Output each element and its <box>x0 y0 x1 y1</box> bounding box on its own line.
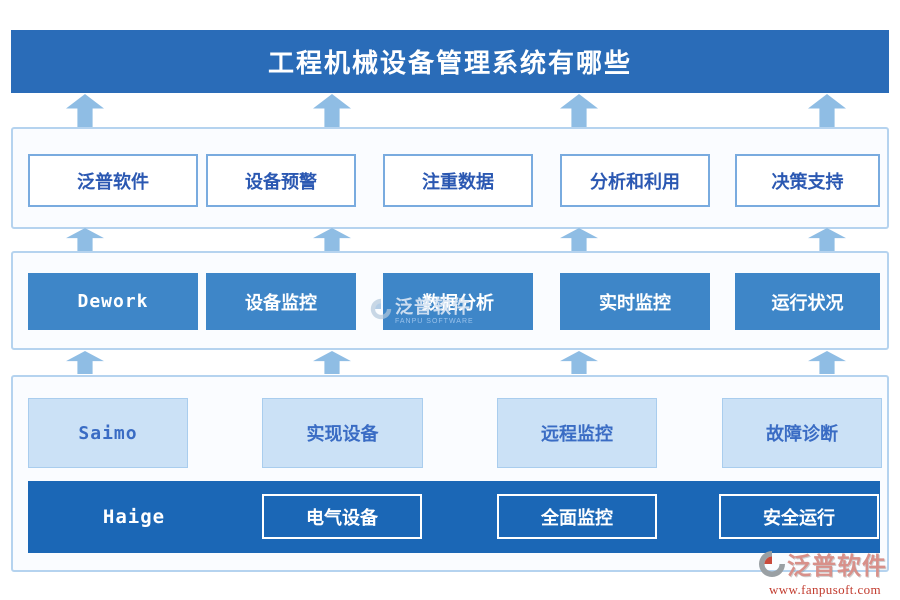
level-middle-container: Dework 设备监控 数据分析 实时监控 运行状况 <box>11 251 889 350</box>
up-arrow-icon <box>313 228 351 251</box>
node-saimo: Saimo <box>28 398 188 468</box>
fanpu-swirl-icon <box>759 550 785 577</box>
node-fenxi-heliyong: 分析和利用 <box>560 154 710 207</box>
node-guzhang-zhenduan: 故障诊断 <box>722 398 882 468</box>
node-juece-zhichi: 决策支持 <box>735 154 880 207</box>
up-arrow-icon <box>808 351 846 374</box>
footer-brand-row: 泛普软件 <box>758 546 892 581</box>
level-bottom-container: Saimo 实现设备 远程监控 故障诊断 Haige 电气设备 全面监控 安全运… <box>11 375 889 572</box>
up-arrow-icon <box>313 94 351 127</box>
up-arrow-icon <box>808 94 846 127</box>
node-shixian-shebei: 实现设备 <box>262 398 423 468</box>
node-shebei-yujing: 设备预警 <box>206 154 356 207</box>
footer-brand-logo: 泛普软件 www.fanpusoft.com <box>758 546 892 598</box>
node-yunxing-zhuangkuang: 运行状况 <box>735 273 880 330</box>
up-arrow-icon <box>66 351 104 374</box>
up-arrow-icon <box>560 228 598 251</box>
node-zhuzhong-shuju: 注重数据 <box>383 154 533 207</box>
node-fanpu-ruanjian: 泛普软件 <box>28 154 198 207</box>
up-arrow-icon <box>560 94 598 127</box>
level-top-container: 泛普软件 设备预警 注重数据 分析和利用 决策支持 <box>11 127 889 229</box>
title-bar: 工程机械设备管理系统有哪些 <box>11 30 889 93</box>
up-arrow-icon <box>808 228 846 251</box>
up-arrow-icon <box>66 228 104 251</box>
node-shebei-jiankong: 设备监控 <box>206 273 356 330</box>
up-arrow-icon <box>560 351 598 374</box>
base-bar: Haige 电气设备 全面监控 安全运行 <box>28 481 880 553</box>
node-anquan-yunxing: 安全运行 <box>719 494 879 539</box>
node-haige: Haige <box>102 506 166 528</box>
node-quanmian-jiankong: 全面监控 <box>497 494 657 539</box>
footer-website-url: www.fanpusoft.com <box>768 582 882 597</box>
page-title: 工程机械设备管理系统有哪些 <box>267 48 632 78</box>
node-shishi-jiankong: 实时监控 <box>560 273 710 330</box>
node-dianqi-shebei: 电气设备 <box>262 494 422 539</box>
footer-brand-name: 泛普软件 <box>787 553 887 580</box>
node-yuancheng-jiankong: 远程监控 <box>497 398 657 468</box>
up-arrow-icon <box>66 94 104 127</box>
node-dework: Dework <box>28 273 198 330</box>
node-shuju-fenxi: 数据分析 <box>383 273 533 330</box>
up-arrow-icon <box>313 351 351 374</box>
